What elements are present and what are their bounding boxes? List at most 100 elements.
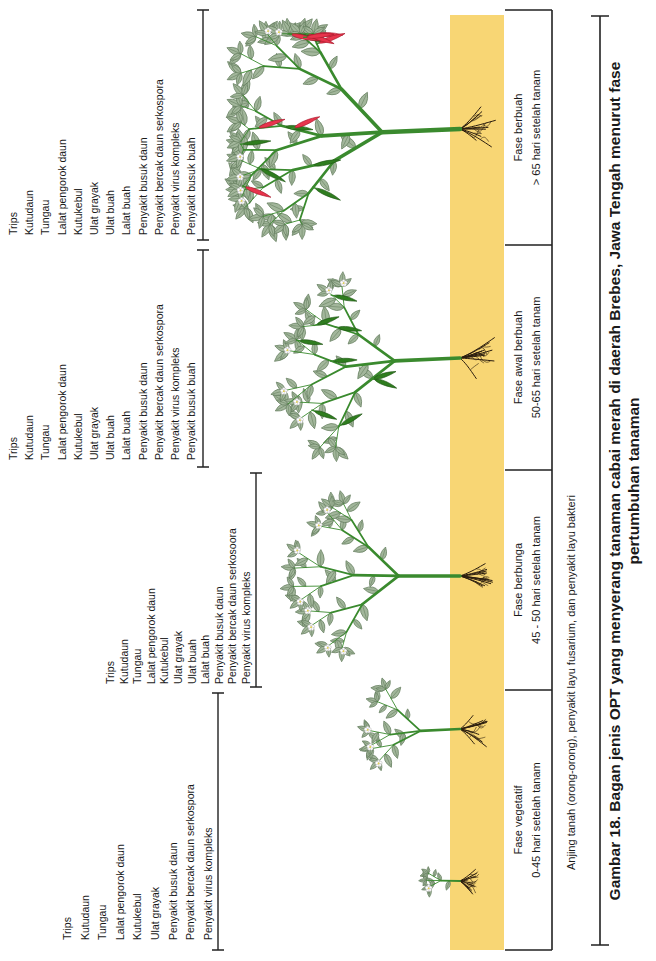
pest-label: Penyakit bercak daun serkospora <box>183 784 197 940</box>
chili-stalk <box>370 379 374 380</box>
pest-label: Kutudaun <box>22 190 36 235</box>
rootlet <box>475 736 483 742</box>
leaf-vein <box>232 54 241 59</box>
chili-stalk <box>331 295 335 296</box>
flower-center <box>310 626 312 628</box>
pest-label: Tungau <box>95 905 109 940</box>
pest-label: Penyakit busuk daun <box>136 138 150 235</box>
flower-center <box>428 887 430 889</box>
stem <box>320 567 353 575</box>
leaf-vein <box>295 346 304 352</box>
stem <box>346 361 395 367</box>
flower <box>297 598 304 605</box>
leaf-vein <box>240 43 241 54</box>
leaves <box>223 16 371 243</box>
rootlet <box>474 352 482 360</box>
flower-center <box>239 176 241 178</box>
leaf-blade <box>317 549 325 566</box>
chili-fruit <box>337 412 363 428</box>
pest-label: Penyakit bercak daun serkospora <box>152 304 166 460</box>
leaf-blade <box>301 222 315 232</box>
leaf <box>235 72 244 86</box>
leaf <box>301 222 315 232</box>
leaf-vein <box>332 329 341 340</box>
chili-stalk <box>258 167 262 169</box>
stem <box>285 220 300 224</box>
leaf-blade <box>376 686 386 691</box>
flower-center <box>367 729 369 731</box>
chili-fruit <box>310 158 341 168</box>
flower-center <box>318 525 320 527</box>
leaf-vein <box>310 412 314 426</box>
soil-band <box>450 15 504 950</box>
leaf-vein <box>316 517 320 526</box>
leaf-vein <box>320 586 322 596</box>
leaf-vein <box>320 620 323 631</box>
leaf-vein <box>326 447 335 452</box>
rootlet <box>470 877 478 878</box>
stem <box>344 504 352 520</box>
flower <box>296 417 303 424</box>
leaf-vein <box>385 754 390 765</box>
leaf-vein <box>366 589 379 592</box>
leaf-blade <box>318 447 326 460</box>
leaf <box>340 277 353 288</box>
leaf-vein <box>288 404 289 414</box>
leaf-vein <box>241 141 242 152</box>
leaf <box>289 593 301 602</box>
leaf <box>230 93 243 100</box>
leaf-blade <box>422 872 429 878</box>
stem <box>395 358 460 361</box>
roots <box>460 564 493 588</box>
leaf-blade <box>368 700 378 709</box>
stem <box>241 66 264 73</box>
leaf-vein <box>278 401 288 404</box>
rootlet <box>482 360 490 363</box>
flower <box>315 522 322 529</box>
leaf <box>340 647 351 658</box>
leaf-vein <box>330 58 336 69</box>
pest-label: Lalat buah <box>119 411 133 460</box>
chili-plant <box>280 490 493 662</box>
leaf-blade <box>294 307 307 316</box>
pest-label: Penyakit bercak daun serkospora <box>152 79 166 235</box>
flower <box>340 648 347 655</box>
stage-name: Fase vegetatif <box>509 694 527 946</box>
leaf <box>237 41 244 54</box>
leaf-vein <box>423 887 429 889</box>
flower <box>237 173 244 180</box>
leaf-vein <box>243 85 246 95</box>
leaf-vein <box>310 446 320 447</box>
leaf <box>257 216 266 230</box>
stem <box>300 220 302 224</box>
stems <box>285 286 460 447</box>
leaf-vein <box>287 340 297 343</box>
chili-body <box>340 412 363 426</box>
leaf-vein <box>247 37 256 43</box>
flower <box>367 743 374 750</box>
leaf-vein <box>297 319 303 327</box>
leaf-vein <box>260 216 263 226</box>
stage-cell: Fase berbuah> 65 hari setelah tanam <box>509 14 545 241</box>
stem <box>342 530 368 547</box>
leaf-vein <box>253 182 263 187</box>
leaf <box>229 51 243 62</box>
stage-bracket <box>505 10 552 950</box>
chili-fruit <box>296 338 323 347</box>
leaf-vein <box>233 123 241 130</box>
roots <box>460 107 496 147</box>
stem <box>352 520 369 547</box>
leaves <box>357 677 410 771</box>
leaf-vein <box>371 702 378 707</box>
chili-fruit <box>313 315 340 327</box>
leaf-vein <box>305 78 318 83</box>
leaf-vein <box>297 559 308 565</box>
chili-body <box>244 185 271 200</box>
chili-stalk <box>282 125 286 127</box>
chili-fruit <box>312 185 342 203</box>
pest-label: Penyakit busuk buah <box>184 363 198 460</box>
chili-body <box>260 167 287 184</box>
leaves <box>270 271 382 461</box>
rootlet <box>468 881 476 882</box>
leaf-vein <box>355 547 368 551</box>
